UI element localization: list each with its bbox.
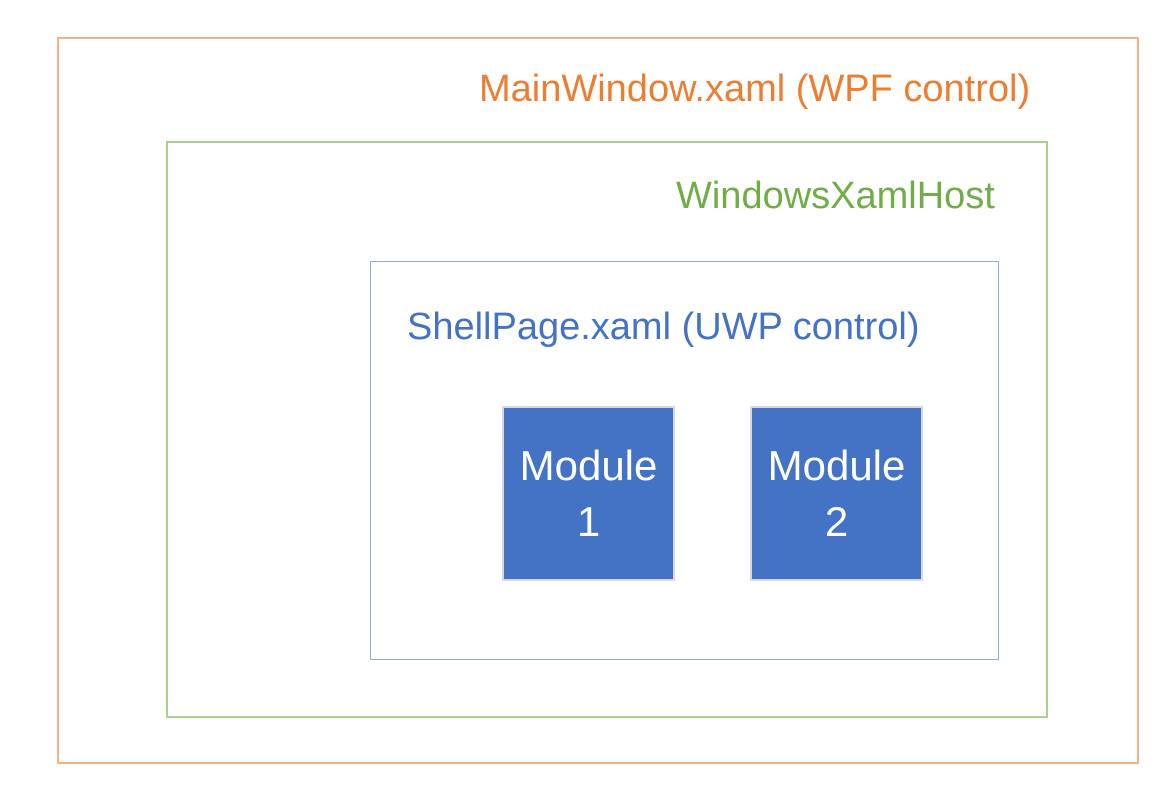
windows-xaml-host-box	[166, 141, 1048, 718]
shellpage-uwp-label: ShellPage.xaml (UWP control)	[407, 306, 920, 348]
mainwindow-wpf-box	[57, 37, 1139, 764]
windows-xaml-host-label: WindowsXamlHost	[676, 175, 995, 217]
module-1-box: Module 1	[502, 406, 675, 581]
module-1-label-line1: Module	[519, 442, 658, 490]
module-2-label-line2: 2	[824, 497, 849, 545]
module-1-label-line2: 1	[576, 497, 601, 545]
mainwindow-wpf-label: MainWindow.xaml (WPF control)	[479, 68, 1031, 110]
module-2-label-line1: Module	[767, 442, 906, 490]
shellpage-uwp-box	[370, 261, 999, 660]
module-2-box: Module 2	[750, 406, 923, 581]
